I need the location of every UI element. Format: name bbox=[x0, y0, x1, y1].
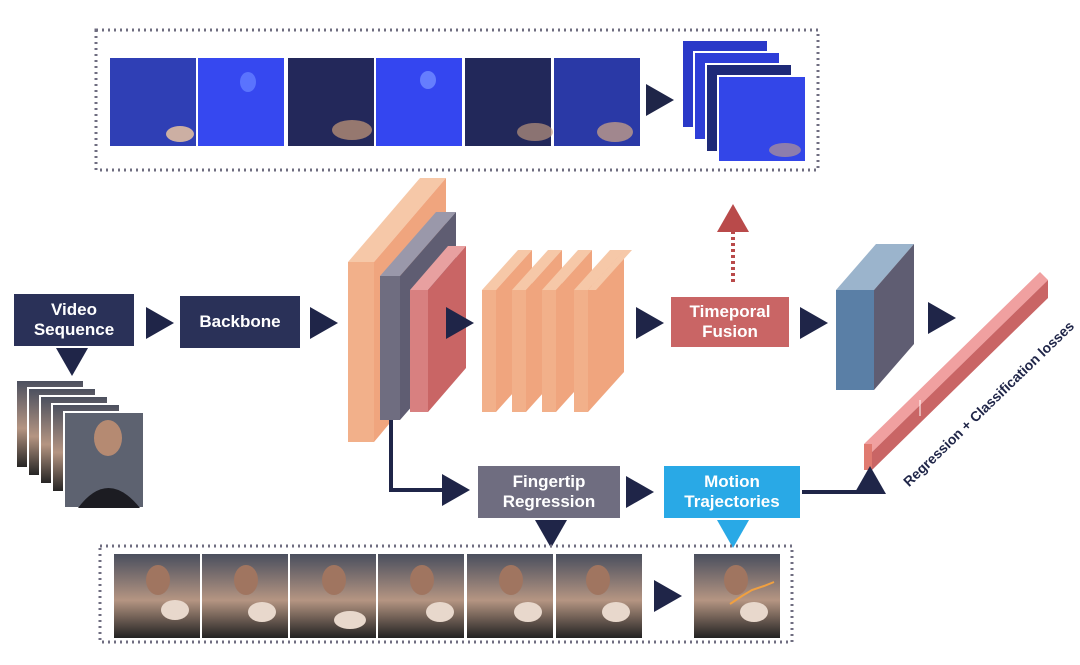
features-to-fingertip-arrow bbox=[389, 420, 470, 506]
fingertip-regression-line1: Fingertip bbox=[512, 472, 586, 491]
video-sequence-label: Video Sequence bbox=[14, 294, 134, 346]
heatmap-blob bbox=[517, 123, 553, 141]
temporal-fusion-box bbox=[669, 295, 791, 349]
heatmap-frame bbox=[198, 58, 284, 146]
fingertip-frames bbox=[114, 554, 642, 638]
backbone-label: Backbone bbox=[180, 296, 300, 348]
video-sequence-line1: Video bbox=[51, 300, 97, 319]
backbone-box bbox=[180, 296, 300, 348]
heatmap-blob bbox=[332, 120, 372, 140]
heatmap-blob bbox=[166, 126, 194, 142]
fingertip-frames-panel bbox=[98, 544, 794, 644]
motion-trajectories-box bbox=[664, 466, 800, 518]
heatmap-panel bbox=[94, 28, 820, 172]
temporal-fusion-label: Timeporal Fusion bbox=[670, 296, 790, 348]
heatmap-frame bbox=[376, 58, 462, 146]
trajectory-frame bbox=[694, 554, 780, 638]
fused-feature-block bbox=[836, 244, 914, 390]
trajectories-to-output-arrow bbox=[802, 466, 886, 494]
video-frames-stack bbox=[15, 379, 145, 509]
fingertip-regression-box bbox=[478, 466, 620, 518]
backbone-text: Backbone bbox=[199, 312, 281, 331]
fused-heatmap-stack bbox=[681, 39, 807, 163]
temporal-feature-stack bbox=[482, 250, 632, 412]
heatmap-blob bbox=[240, 72, 256, 92]
motion-trajectories-line1: Motion bbox=[704, 472, 760, 491]
heatmap-blob bbox=[597, 122, 633, 142]
motion-trajectories-line2: Trajectories bbox=[684, 492, 780, 511]
video-sequence-line2: Sequence bbox=[33, 320, 115, 339]
output-vector-bar bbox=[864, 272, 1048, 470]
temporal-fusion-line1: Timeporal bbox=[689, 302, 771, 321]
motion-trajectories-label: Motion Trajectories bbox=[664, 466, 800, 518]
video-sequence-box bbox=[14, 294, 134, 346]
fingertip-regression-label: Fingertip Regression bbox=[478, 466, 620, 518]
fingertip-regression-line2: Regression bbox=[502, 492, 596, 511]
heatmap-frames bbox=[110, 58, 640, 146]
temporal-fusion-line2: Fusion bbox=[702, 322, 758, 341]
heatmap-blob bbox=[420, 71, 436, 89]
